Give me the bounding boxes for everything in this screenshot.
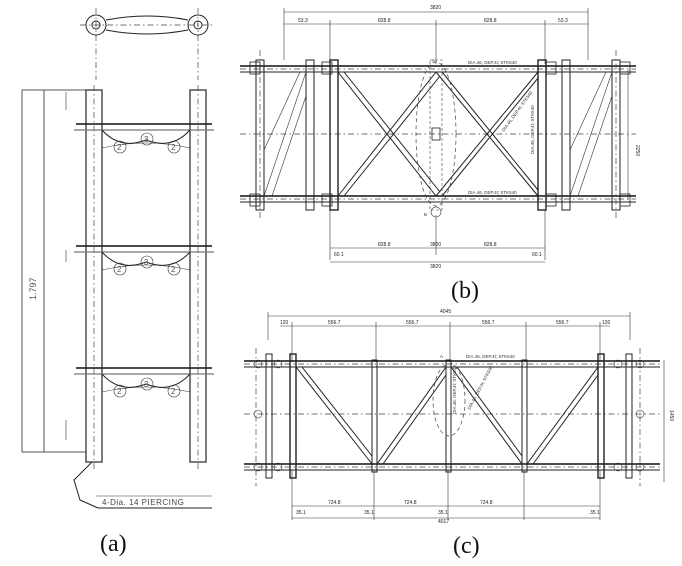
c-brace-top: DIA.46, DEP.4t; STK540 [466,354,515,359]
b-point-a: A [432,58,435,63]
b-top-seg: 53.3 [558,18,568,24]
panel-a-piercing-note: 4-Dia. 14 PIERCING [73,461,212,509]
circle-label: 3 [144,380,149,389]
circle-label: 2 [171,143,176,152]
b-right-dim: 2250 [634,145,640,156]
circle-label: 2 [117,143,122,152]
panel-b-drawing: 3820 53.3 828.8 828.8 53.3 60.1 828.8 38… [240,5,640,304]
panel-c-dimensions: 4045 120 556.7 556.7 556.7 556.7 120 35.… [267,309,674,525]
b-top-seg: 828.8 [484,18,497,24]
panel-a-caption: (a) [100,531,127,557]
c-bottom-seg: 724.8 [480,500,493,506]
c-top-seg: 120 [602,320,611,326]
b-bottom-seg: 828.8 [378,242,391,248]
panel-b-bolts [249,61,631,218]
panel-c-posts [255,348,641,486]
circle-label: 2 [117,265,122,274]
panel-a-top-view [80,8,214,80]
panel-b-posts [255,50,621,220]
c-top-seg: 556.7 [406,320,419,326]
circle-label: 3 [144,258,149,267]
panel-c-bolts [253,359,645,472]
piercing-label: 4-Dia. 14 PIERCING [102,498,184,507]
c-top-seg: 556.7 [556,320,569,326]
circle-label: 2 [171,387,176,396]
c-right-dim: 1450 [668,410,674,421]
c-bottom-seg: 35.1 [590,510,600,516]
c-bottom-seg: 724.8 [328,500,341,506]
panel-b-x-bracing [337,61,539,207]
panel-b-side-lattice [263,71,613,197]
b-bottom-seg: 60.1 [532,252,542,258]
panel-a-connection-levels: 2 3 2 2 3 2 [74,123,214,398]
c-bottom-seg: 35.1 [364,510,374,516]
connection-level-3: 2 3 2 [74,367,214,398]
b-point-b: B [424,212,427,217]
b-brace-bottom: DIA.46, DEP.4t; STK540 [468,190,517,195]
c-bottom-total: 4017 [438,519,449,525]
c-bottom-seg: 724.8 [404,500,417,506]
c-diag-1: DIA.46, DEP.4t; STK540 [452,365,457,414]
circle-label: 3 [144,135,149,144]
b-top-total: 3820 [430,5,441,11]
panel-b-chords [240,65,636,203]
c-bottom-seg: 35.1 [296,510,306,516]
c-top-seg: 556.7 [482,320,495,326]
b-bottom-seg: 60.1 [334,252,344,258]
b-top-seg: 53.3 [298,18,308,24]
panel-b-callouts: A B DIA.46, DEP.4t; STK540 DIA.46, DEP.4… [424,58,535,217]
connection-level-2: 2 3 2 [74,245,214,276]
panel-c-diagonals [295,363,599,465]
b-top-seg: 828.8 [378,18,391,24]
c-bottom-seg: 35.1 [438,510,448,516]
panel-a-height-dimension: 1.797 [21,89,86,453]
c-top-seg: 556.7 [328,320,341,326]
b-diag-2: DIA.46, DEP.4t; STK540 [530,105,535,154]
c-top-seg: 120 [280,320,289,326]
b-bottom-seg: 3800 [430,242,441,248]
panel-b-dimensions: 3820 53.3 828.8 828.8 53.3 60.1 828.8 38… [283,5,640,270]
panel-c-drawing: 4045 120 556.7 556.7 556.7 556.7 120 35.… [244,309,674,559]
b-bottom-seg: 828.8 [484,242,497,248]
panel-c-chords [244,360,660,471]
b-brace-top: DIA.46, DEP.4t; STK540 [468,60,517,65]
b-bottom-total: 3820 [430,264,441,270]
panel-a-drawing: 1.797 2 3 2 [21,8,214,557]
c-diag-2: DIA.46, DEP.4t; STK540 [466,365,494,411]
panel-a-columns [85,85,207,470]
circle-label: 2 [171,265,176,274]
c-top-total: 4045 [440,309,451,315]
c-point-a: A [440,354,443,359]
connection-level-1: 2 3 2 [74,123,214,154]
circle-label: 2 [117,387,122,396]
height-dimension-label: 1.797 [28,277,38,300]
panel-b-caption: (b) [451,278,479,304]
panel-c-caption: (c) [453,533,480,559]
